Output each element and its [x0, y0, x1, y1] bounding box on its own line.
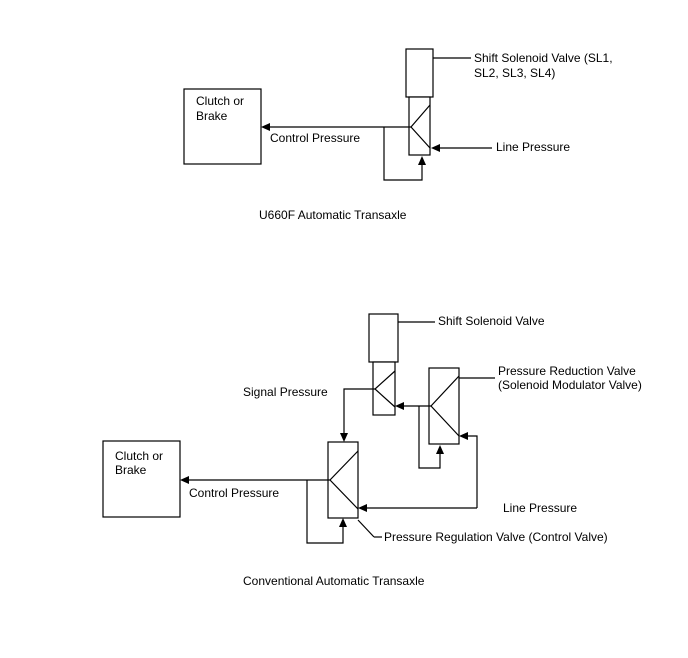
- bottom-line-pressure-label: Line Pressure: [503, 501, 577, 515]
- signal-pressure-line: [343, 388, 375, 433]
- top-clutch-brake-box: [183, 88, 262, 165]
- reduction-feedback-line: [418, 406, 441, 469]
- pressure-reduction-label-1: Pressure Reduction Valve: [498, 364, 636, 378]
- signal-pressure-arrowhead: [340, 433, 348, 442]
- pressure-regulation-label: Pressure Regulation Valve (Control Valve…: [384, 530, 608, 544]
- top-caption: U660F Automatic Transaxle: [259, 208, 407, 222]
- line-pressure-branch-arrowhead: [459, 432, 468, 440]
- top-control-pressure-label: Control Pressure: [270, 131, 360, 145]
- bottom-clutch-label-1: Clutch or: [115, 449, 163, 463]
- top-feedback-arrowhead: [418, 156, 426, 165]
- bottom-control-pressure-label: Control Pressure: [189, 486, 279, 500]
- bottom-shift-solenoid-body: [368, 313, 399, 363]
- top-shift-solenoid-label-2: SL2, SL3, SL4): [474, 66, 555, 80]
- bottom-control-pressure-arrowhead: [180, 476, 189, 484]
- conventional-diagram: Shift Solenoid Valve Pressure Reduction …: [102, 313, 642, 588]
- bottom-clutch-label-2: Brake: [115, 463, 147, 477]
- reduction-feedback-arrowhead: [436, 445, 444, 454]
- top-shift-solenoid-body: [405, 48, 434, 98]
- top-line-pressure-arrowhead: [431, 144, 440, 152]
- signal-pressure-label: Signal Pressure: [243, 385, 328, 399]
- pressure-regulation-leader: [357, 519, 375, 538]
- regulation-feedback-line: [306, 480, 344, 544]
- top-control-pressure-arrowhead: [261, 123, 270, 131]
- regulation-feedback-arrowhead: [339, 518, 347, 527]
- bottom-clutch-brake-box: [102, 440, 181, 518]
- pressure-reduction-label-2: (Solenoid Modulator Valve): [498, 378, 642, 392]
- pressure-regulation-valve: [327, 441, 359, 519]
- top-clutch-label-2: Brake: [196, 109, 228, 123]
- u660f-diagram: Clutch or Brake Shift Solenoid Valve (SL…: [183, 48, 613, 222]
- bottom-line-pressure-arrowhead: [358, 504, 367, 512]
- top-shift-solenoid-label-1: Shift Solenoid Valve (SL1,: [474, 51, 613, 65]
- top-feedback-line: [383, 127, 423, 181]
- line-pressure-branch: [468, 435, 478, 508]
- top-clutch-label-1: Clutch or: [196, 94, 244, 108]
- bottom-shift-solenoid-label: Shift Solenoid Valve: [438, 314, 545, 328]
- pressure-reduction-valve: [428, 367, 460, 445]
- top-line-pressure-label: Line Pressure: [496, 140, 570, 154]
- modulated-pressure-arrowhead: [395, 402, 404, 410]
- bottom-caption: Conventional Automatic Transaxle: [243, 574, 425, 588]
